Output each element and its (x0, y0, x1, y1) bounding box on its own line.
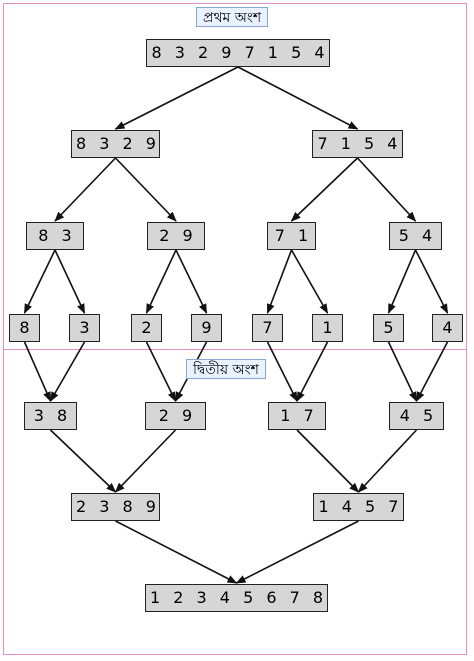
sorted-result-node: 1 2 3 4 5 6 7 8 (145, 584, 328, 612)
edge-arrow-26 (357, 429, 418, 493)
section-divider (3, 349, 467, 350)
edge-arrow-6 (356, 157, 417, 222)
leaf-node-7: 5 (373, 314, 404, 342)
edge-arrow-19 (266, 341, 298, 402)
edge-arrow-23 (49, 429, 117, 493)
leaf-node-8: 4 (432, 314, 463, 342)
edge-arrow-24 (114, 429, 177, 493)
edge-arrow-12 (290, 249, 329, 314)
edge-arrow-5 (290, 157, 359, 222)
edge-arrow-13 (387, 249, 417, 314)
merge-level2-node-left: 2 3 8 9 (71, 493, 160, 521)
split-level2-node-3: 7 1 (267, 222, 316, 250)
merge-level1-node-1: 3 8 (24, 402, 77, 430)
leaf-node-2: 3 (69, 314, 100, 342)
merge-level2-node-right: 1 4 5 7 (313, 493, 404, 521)
edge-arrow-20 (296, 341, 329, 402)
leaf-node-1: 8 (9, 314, 40, 342)
edge-arrow-25 (296, 429, 360, 493)
part-two-label: দ্বিতীয় অংশ (186, 359, 266, 379)
edge-arrow-11 (266, 249, 293, 314)
leaf-node-3: 2 (131, 314, 162, 342)
edge-arrow-16 (49, 341, 86, 402)
split-level1-node-right: 7 1 5 4 (312, 130, 403, 158)
edge-arrow-9 (145, 249, 177, 314)
leaf-node-5: 7 (252, 314, 283, 342)
edge-arrow-10 (175, 249, 208, 314)
diagram-frame (3, 3, 467, 655)
split-level2-node-1: 8 3 (26, 222, 84, 250)
split-level2-node-4: 5 4 (389, 222, 442, 250)
edge-arrow-3 (54, 157, 117, 222)
edge-arrow-21 (387, 341, 418, 402)
edge-arrow-22 (415, 341, 449, 402)
split-level2-node-2: 2 9 (147, 222, 205, 250)
leaf-node-6: 1 (312, 314, 343, 342)
edge-arrow-27 (115, 520, 238, 584)
edge-arrow-1 (114, 66, 239, 130)
edge-arrow-2 (237, 66, 359, 130)
merge-level1-node-4: 4 5 (389, 402, 444, 430)
edge-arrow-4 (114, 157, 177, 222)
edge-arrow-8 (54, 249, 86, 314)
edge-arrow-15 (23, 341, 52, 402)
edge-arrow-14 (414, 249, 449, 314)
split-root-node: 8 3 2 9 7 1 5 4 (146, 39, 330, 67)
part-one-label: প্রথম অংশ (196, 7, 269, 27)
edge-arrow-28 (235, 520, 359, 584)
split-level1-node-left: 8 3 2 9 (71, 130, 160, 158)
merge-level1-node-3: 1 7 (268, 402, 326, 430)
merge-level1-node-2: 2 9 (145, 402, 206, 430)
edge-arrow-17 (145, 341, 177, 402)
leaf-node-4: 9 (191, 314, 222, 342)
edge-arrow-7 (23, 249, 56, 314)
